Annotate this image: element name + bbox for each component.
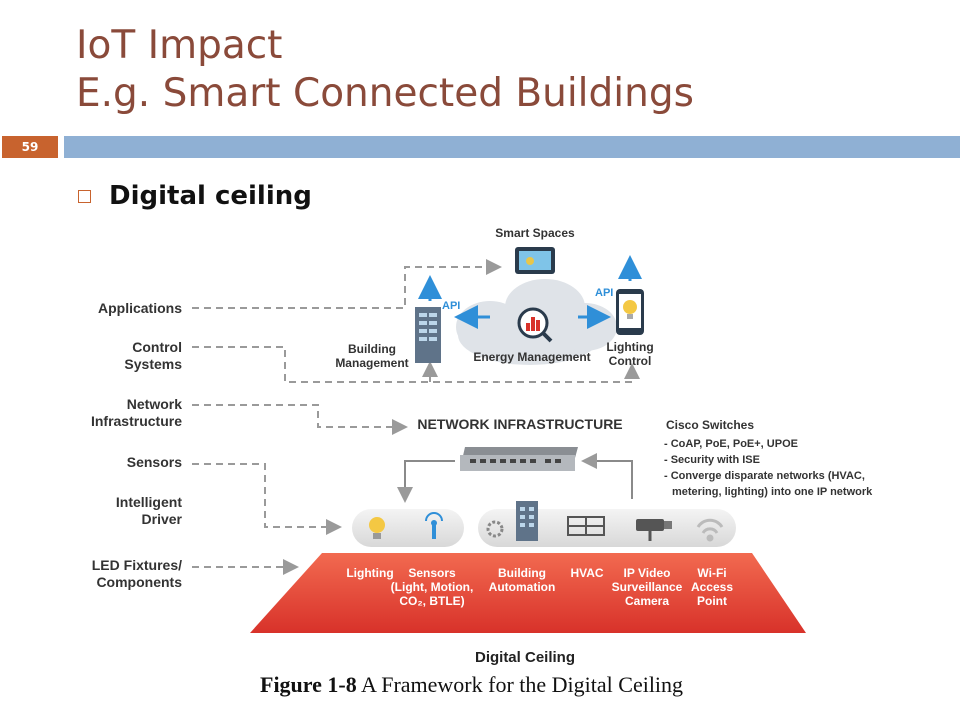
digital-ceiling-label: Digital Ceiling — [475, 649, 575, 666]
gear-icon — [486, 520, 504, 538]
layer-sensors: Sensors — [127, 454, 182, 470]
title-line-2: E.g. Smart Connected Buildings — [76, 71, 694, 116]
bullet-text: Digital ceiling — [109, 181, 312, 211]
slide-title: IoT Impact E.g. Smart Connected Building… — [76, 22, 694, 118]
cisco-switch-icon — [460, 447, 578, 471]
layer-applications: Applications — [98, 300, 182, 316]
camera-icon — [636, 519, 672, 541]
sensors-connector — [192, 463, 342, 535]
magnifier-icon — [517, 307, 553, 343]
bullet-item: Digital ceiling — [78, 181, 312, 211]
layer-led-fixtures: LED Fixtures/Components — [92, 557, 182, 590]
devices-pill — [478, 509, 736, 547]
energy-cloud — [456, 279, 617, 365]
control-systems-connector — [192, 346, 640, 383]
bullet-square-icon — [78, 189, 91, 203]
energy-management-label: Energy Management — [473, 350, 590, 364]
figure-caption: Figure 1-8 A Framework for the Digital C… — [260, 672, 683, 698]
ceiling-item-sensors: Sensors(Light, Motion,CO₂, BTLE) — [391, 566, 474, 608]
building-automation-icon — [516, 501, 538, 541]
cisco-point-2: - Security with ISE — [664, 454, 760, 466]
ceiling-item-hvac: HVAC — [570, 566, 603, 580]
cisco-point-3: - Converge disparate networks (HVAC, — [664, 470, 865, 482]
lightbulb-icon — [369, 517, 385, 539]
hvac-icon — [567, 516, 605, 536]
figure-caption-text: A Framework for the Digital Ceiling — [361, 672, 684, 697]
title-line-1: IoT Impact — [76, 23, 283, 68]
title-rule — [64, 136, 960, 158]
ceiling-item-lighting: Lighting — [346, 566, 393, 580]
page-number: 59 — [2, 136, 58, 158]
phone-bulb-icon — [616, 289, 644, 335]
figure-label: Figure 1-8 — [260, 672, 357, 697]
cisco-point-1: - CoAP, PoE, PoE+, UPOE — [664, 438, 798, 450]
sensor-pill — [352, 509, 464, 547]
cisco-point-4: metering, lighting) into one IP network — [672, 486, 873, 498]
sensor-icon — [425, 512, 443, 539]
cisco-title: Cisco Switches — [666, 418, 754, 432]
switch-to-left-arrow — [397, 460, 455, 503]
api-left-label: API — [442, 300, 460, 312]
building-icon — [415, 307, 441, 363]
switch-to-right-arrow — [581, 453, 633, 499]
smart-spaces-label: Smart Spaces — [495, 226, 575, 240]
digital-ceiling-plane — [250, 553, 806, 633]
tablet-icon — [515, 247, 555, 274]
wifi-icon — [696, 518, 724, 542]
applications-connector — [192, 259, 502, 309]
network-infrastructure-label: NETWORK INFRASTRUCTURE — [417, 416, 622, 432]
api-right-label: API — [595, 287, 613, 299]
network-connector — [192, 404, 408, 435]
